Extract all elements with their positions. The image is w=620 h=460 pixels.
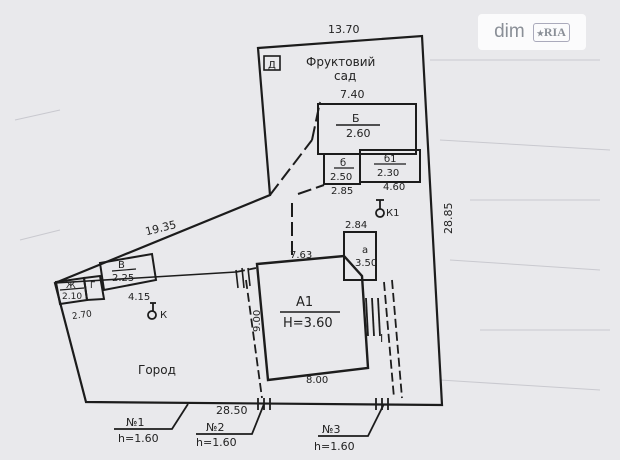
building-b <box>317 103 417 155</box>
a1-height: H=3.60 <box>283 316 333 331</box>
background-marks <box>14 59 611 391</box>
g-name: Г <box>90 281 96 291</box>
b1-width: 4.60 <box>383 182 405 193</box>
b6-width: 2.85 <box>331 186 353 197</box>
dim-top: 13.70 <box>328 23 360 36</box>
well-k1 <box>375 199 385 218</box>
v-width: 4.15 <box>128 292 150 303</box>
fence-1-height: h=1.60 <box>118 432 159 445</box>
a1-top: 7.63 <box>290 250 312 261</box>
building-v <box>98 252 158 292</box>
a-height: 3.50 <box>355 258 377 269</box>
building-g <box>82 274 106 302</box>
zh-height: 2.10 <box>62 292 82 302</box>
v-name: В <box>118 260 125 271</box>
marker-d-box <box>263 55 281 71</box>
b1-height: 2.30 <box>377 168 399 179</box>
well-k1-label: К1 <box>386 208 399 219</box>
building-v-fraction-line <box>111 268 137 272</box>
a-width: 2.84 <box>345 220 367 231</box>
watermark-logo: dim ★RIA <box>478 14 586 50</box>
star-icon: ★ <box>536 28 544 38</box>
a1-depth: 9.00 <box>252 310 263 332</box>
v-height: 2.25 <box>112 273 134 284</box>
b-width: 7.40 <box>340 88 365 101</box>
building-b1 <box>359 149 421 183</box>
fence-2-label: №2 <box>206 421 224 434</box>
a1-name: А1 <box>296 295 313 310</box>
zh-name: Ж <box>66 281 76 291</box>
dim-bottom: 28.50 <box>216 404 248 417</box>
watermark-badge: ★RIA <box>532 22 570 42</box>
fence-ticks <box>257 398 389 410</box>
b-height: 2.60 <box>346 127 371 140</box>
fence-1-label: №1 <box>126 416 144 429</box>
b6-height: 2.50 <box>330 172 352 183</box>
b-name: Б <box>352 112 360 125</box>
a1-width: 8.00 <box>306 375 328 386</box>
well-k <box>147 302 157 320</box>
dim-left: 2.70 <box>71 309 93 322</box>
area-orchard-line1: Фруктовий <box>306 55 375 69</box>
b1-name: б1 <box>384 154 397 165</box>
dashed-path <box>269 101 325 262</box>
fence-leaders <box>114 403 385 437</box>
fence-3-label: №3 <box>322 423 340 436</box>
building-a1 <box>255 254 370 382</box>
fence-3-height: h=1.60 <box>314 440 355 453</box>
building-zh-fraction-line <box>59 287 85 291</box>
porch-label: I <box>380 332 383 345</box>
dim-right: 28.85 <box>442 203 455 235</box>
watermark-brand: dim <box>494 21 525 42</box>
a-name: а <box>362 245 368 256</box>
fence-2-height: h=1.60 <box>196 436 237 449</box>
area-orchard-line2: сад <box>334 69 356 83</box>
porch-steps <box>365 297 381 337</box>
b6-name: б <box>340 158 346 169</box>
plot-boundary <box>53 34 444 407</box>
watermark-badge-text: RIA <box>543 24 566 39</box>
a1-hatch <box>235 267 251 289</box>
marker-d: Д <box>268 60 276 71</box>
a1-dashed-outline <box>235 267 403 399</box>
well-k-label: К <box>160 310 167 321</box>
area-garden: Город <box>138 363 176 377</box>
